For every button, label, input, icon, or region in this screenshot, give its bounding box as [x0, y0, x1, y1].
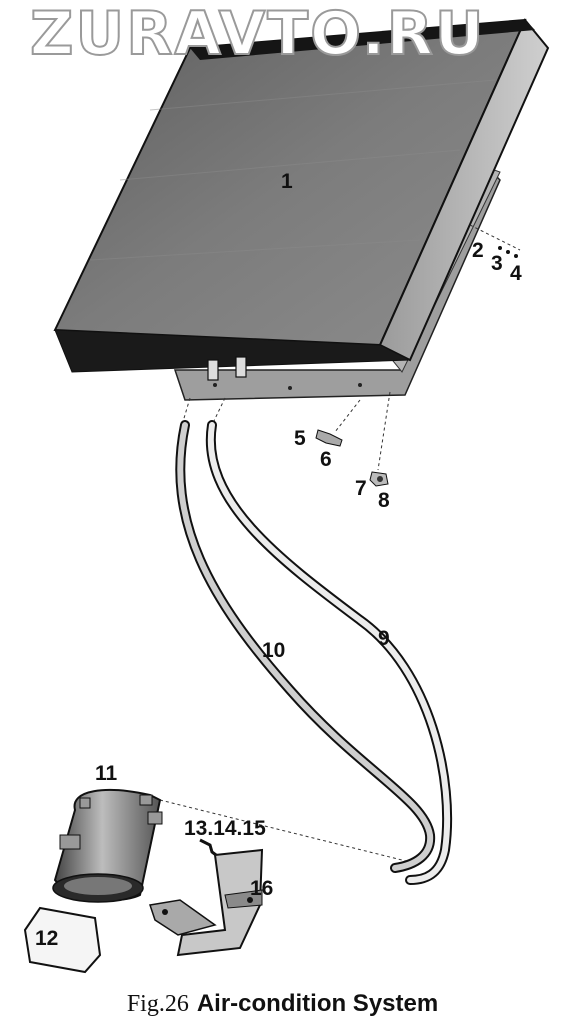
- compressor: [52, 789, 163, 903]
- callout-6: 6: [320, 448, 332, 471]
- callout-10: 10: [262, 639, 286, 662]
- figure-title: Air-condition System: [196, 990, 439, 1017]
- callout-16: 16: [250, 877, 274, 900]
- callout-1: 1: [281, 170, 293, 193]
- figure-number: Fig.26: [126, 991, 189, 1017]
- air-condition-unit: [53, 18, 550, 373]
- pipe-fittings: [207, 356, 247, 381]
- small-hardware: [315, 246, 518, 487]
- hoses: [175, 420, 453, 885]
- compressor-bracket: [149, 848, 264, 957]
- callout-12: 12: [35, 927, 59, 950]
- callout-5: 5: [294, 427, 306, 450]
- callout-11: 11: [95, 762, 118, 785]
- callout-13-14-15: 13.14.15: [184, 817, 266, 840]
- gasket-cover: [23, 906, 102, 974]
- callout-2: 2: [472, 239, 484, 262]
- callout-9: 9: [378, 627, 390, 650]
- callout-4: 4: [510, 262, 522, 285]
- figure-caption: Fig.26 Air-condition System: [0, 990, 565, 1018]
- watermark: ZURAVTO.RU: [29, 0, 486, 69]
- callout-3: 3: [491, 252, 503, 275]
- callout-7: 7: [355, 477, 367, 500]
- callout-8: 8: [378, 489, 390, 512]
